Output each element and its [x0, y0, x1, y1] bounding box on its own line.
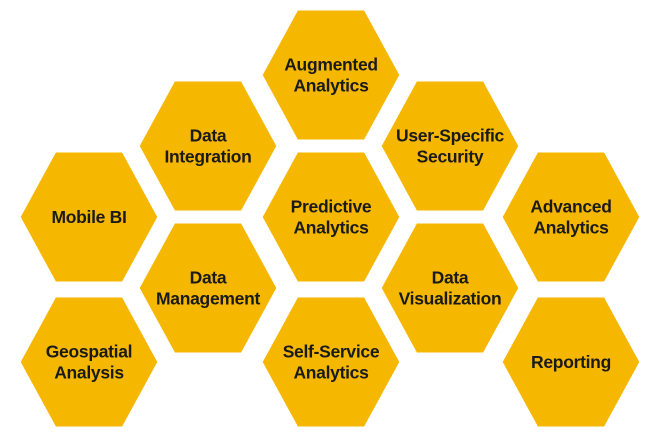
hexagon-label: Integration [164, 147, 251, 167]
hexagon-label: Analysis [54, 363, 124, 383]
hexagon-label: Self-Service [283, 342, 380, 362]
hexagon-label: Analytics [533, 218, 609, 238]
hexagon-label: Management [156, 289, 260, 309]
hexagon-label: Augmented [284, 55, 378, 75]
hexagon-label: Analytics [293, 363, 369, 383]
hexagon-shape [17, 294, 161, 430]
hexagon-label: User-Specific [396, 126, 505, 146]
hexagon-label: Data [190, 126, 227, 146]
hexagon-label: Visualization [399, 289, 502, 309]
hexagon-label: Analytics [293, 76, 369, 96]
hexagon-shape [136, 220, 280, 356]
hexagon-shape [17, 149, 161, 285]
hexagon-shape [136, 78, 280, 214]
hexagon-shape [259, 149, 403, 285]
hexagon-label: Predictive [291, 197, 372, 217]
hexagon-shape [378, 220, 522, 356]
hexagon-label: Security [417, 147, 484, 167]
hexagon-label: Data [190, 268, 227, 288]
hexagon-mobile-bi: Mobile BI [17, 149, 161, 285]
hexagon-label: Reporting [531, 352, 611, 372]
hexagon-label: Geospatial [46, 342, 132, 362]
hexagon-shape [378, 78, 522, 214]
hexagon-shape [499, 149, 643, 285]
hexagon-reporting: Reporting [499, 294, 643, 430]
hexagon-shape [499, 294, 643, 430]
hexagon-label: Data [432, 268, 469, 288]
hexagon-label: Mobile BI [51, 207, 126, 227]
hexagon-shape [259, 7, 403, 143]
hexagon-label: Analytics [293, 218, 369, 238]
hexagon-shape [259, 294, 403, 430]
hexagon-label: Advanced [530, 197, 611, 217]
